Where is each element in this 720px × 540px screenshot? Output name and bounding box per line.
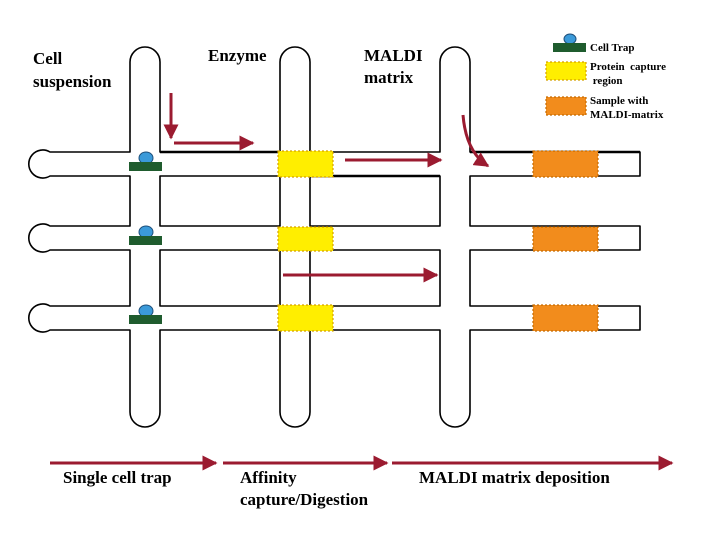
label-maldi-line1: MALDI [364, 46, 423, 65]
label-enzyme: Enzyme [208, 46, 267, 65]
stage-label-single-cell-trap: Single cell trap [63, 468, 172, 487]
protein-capture-region-3 [277, 304, 334, 332]
sample-region-3 [532, 304, 599, 332]
stage-label-affinity-line2: capture/Digestion [240, 490, 369, 509]
legend-protein-capture-line2: region [590, 75, 623, 87]
protein-capture-region-2 [277, 226, 334, 252]
stage-label-affinity-line1: Affinity [240, 468, 297, 487]
legend-protein-capture-line1: Protein capture [590, 61, 666, 73]
legend: Cell Trap Protein capture region Sample … [545, 33, 666, 121]
legend-protein-capture-swatch [545, 61, 587, 81]
label-cell-suspension-line1: Cell [33, 49, 63, 68]
label-maldi-line2: matrix [364, 68, 414, 87]
legend-sample-line1: Sample with [590, 95, 648, 107]
stage-label-maldi-deposition: MALDI matrix deposition [419, 468, 610, 487]
legend-sample-line2: MALDI-matrix [590, 109, 664, 121]
legend-sample-swatch [545, 96, 587, 116]
sample-region-1 [532, 150, 599, 178]
cell-trap-2 [129, 225, 162, 245]
protein-capture-region-1 [277, 150, 334, 178]
flow-arrow-curve [461, 114, 490, 168]
cell-trap-3 [129, 304, 162, 324]
legend-cell-trap-label: Cell Trap [590, 42, 635, 54]
cell-trap-1 [129, 151, 162, 171]
label-cell-suspension-line2: suspension [33, 72, 112, 91]
sample-region-2 [532, 226, 599, 252]
legend-cell-trap-icon [553, 33, 586, 52]
